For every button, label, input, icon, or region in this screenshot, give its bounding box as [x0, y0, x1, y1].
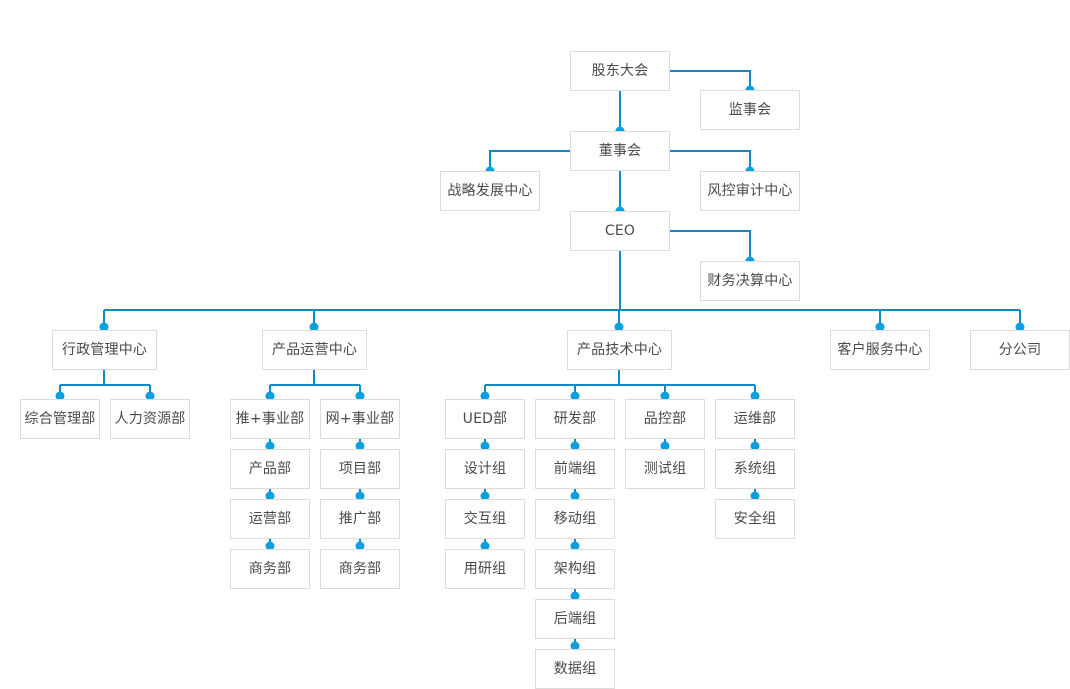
org-node-n1[interactable]: 监事会	[700, 90, 800, 130]
org-node-label: 风控审计中心	[707, 183, 793, 199]
org-node-label: 研发部	[553, 411, 597, 427]
org-node-n5[interactable]: CEO	[570, 211, 670, 251]
org-node-label: 商务部	[338, 561, 382, 577]
org-node-n19[interactable]: 项目部	[320, 449, 400, 489]
org-node-n16[interactable]: 运营部	[230, 499, 310, 539]
org-node-label: 安全组	[733, 511, 777, 527]
org-node-n17[interactable]: 商务部	[230, 549, 310, 589]
org-node-label: 客户服务中心	[837, 342, 923, 358]
org-node-n4[interactable]: 风控审计中心	[700, 171, 800, 211]
shareholders-to-supervisors	[670, 70, 751, 90]
org-node-n35[interactable]: 系统组	[715, 449, 795, 489]
org-node-n32[interactable]: 品控部	[625, 399, 705, 439]
org-node-n18[interactable]: 网+事业部	[320, 399, 400, 439]
org-node-n10[interactable]: 客户服务中心	[830, 330, 930, 370]
org-node-label: 产品运营中心	[271, 342, 358, 358]
org-node-n7[interactable]: 行政管理中心	[52, 330, 157, 370]
org-node-n0[interactable]: 股东大会	[570, 51, 670, 91]
org-node-label: 监事会	[728, 102, 772, 118]
org-node-label: 股东大会	[591, 63, 649, 79]
org-node-n12[interactable]: 综合管理部	[20, 399, 100, 439]
org-node-label: UED部	[462, 411, 508, 427]
org-node-label: 后端组	[553, 611, 597, 627]
org-node-n25[interactable]: 用研组	[445, 549, 525, 589]
org-node-label: 分公司	[998, 342, 1042, 358]
org-node-n34[interactable]: 运维部	[715, 399, 795, 439]
org-node-label: 项目部	[338, 461, 382, 477]
org-node-label: 交互组	[463, 511, 507, 527]
org-node-n6[interactable]: 财务决算中心	[700, 261, 800, 301]
org-node-label: 人力资源部	[114, 411, 186, 427]
org-node-label: 财务决算中心	[707, 273, 793, 289]
org-node-label: 推+事业部	[235, 411, 305, 427]
org-node-n29[interactable]: 架构组	[535, 549, 615, 589]
org-node-n8[interactable]: 产品运营中心	[262, 330, 367, 370]
org-node-n15[interactable]: 产品部	[230, 449, 310, 489]
org-node-label: 行政管理中心	[61, 342, 148, 358]
org-node-label: CEO	[604, 223, 636, 239]
org-node-n21[interactable]: 商务部	[320, 549, 400, 589]
org-node-n2[interactable]: 董事会	[570, 131, 670, 171]
org-node-n26[interactable]: 研发部	[535, 399, 615, 439]
org-node-label: 品控部	[643, 411, 687, 427]
org-node-label: 商务部	[248, 561, 292, 577]
org-node-label: 产品技术中心	[576, 342, 663, 358]
ceo-to-finance	[670, 230, 751, 261]
org-node-label: 战略发展中心	[447, 183, 533, 199]
org-node-n24[interactable]: 交互组	[445, 499, 525, 539]
org-node-n27[interactable]: 前端组	[535, 449, 615, 489]
org-node-n13[interactable]: 人力资源部	[110, 399, 190, 439]
org-node-label: 移动组	[553, 511, 597, 527]
org-node-n36[interactable]: 安全组	[715, 499, 795, 539]
org-node-n33[interactable]: 测试组	[625, 449, 705, 489]
org-node-label: 系统组	[733, 461, 777, 477]
org-node-n23[interactable]: 设计组	[445, 449, 525, 489]
org-node-label: 设计组	[463, 461, 507, 477]
org-node-n11[interactable]: 分公司	[970, 330, 1070, 370]
org-node-label: 测试组	[643, 461, 687, 477]
board-to-strategy	[489, 150, 570, 171]
org-node-label: 产品部	[248, 461, 292, 477]
org-node-n9[interactable]: 产品技术中心	[567, 330, 672, 370]
board-to-risk	[670, 150, 751, 171]
org-node-label: 董事会	[598, 143, 642, 159]
org-node-n31[interactable]: 数据组	[535, 649, 615, 689]
org-node-n28[interactable]: 移动组	[535, 499, 615, 539]
org-node-label: 前端组	[553, 461, 597, 477]
org-node-label: 架构组	[553, 561, 597, 577]
org-node-label: 综合管理部	[24, 411, 96, 427]
org-node-label: 运维部	[733, 411, 777, 427]
org-node-n30[interactable]: 后端组	[535, 599, 615, 639]
org-node-label: 运营部	[248, 511, 292, 527]
org-node-n20[interactable]: 推广部	[320, 499, 400, 539]
org-node-n14[interactable]: 推+事业部	[230, 399, 310, 439]
org-node-label: 网+事业部	[325, 411, 395, 427]
org-node-n22[interactable]: UED部	[445, 399, 525, 439]
org-node-label: 数据组	[553, 661, 597, 677]
org-node-n3[interactable]: 战略发展中心	[440, 171, 540, 211]
org-node-label: 用研组	[463, 561, 507, 577]
org-node-label: 推广部	[338, 511, 382, 527]
